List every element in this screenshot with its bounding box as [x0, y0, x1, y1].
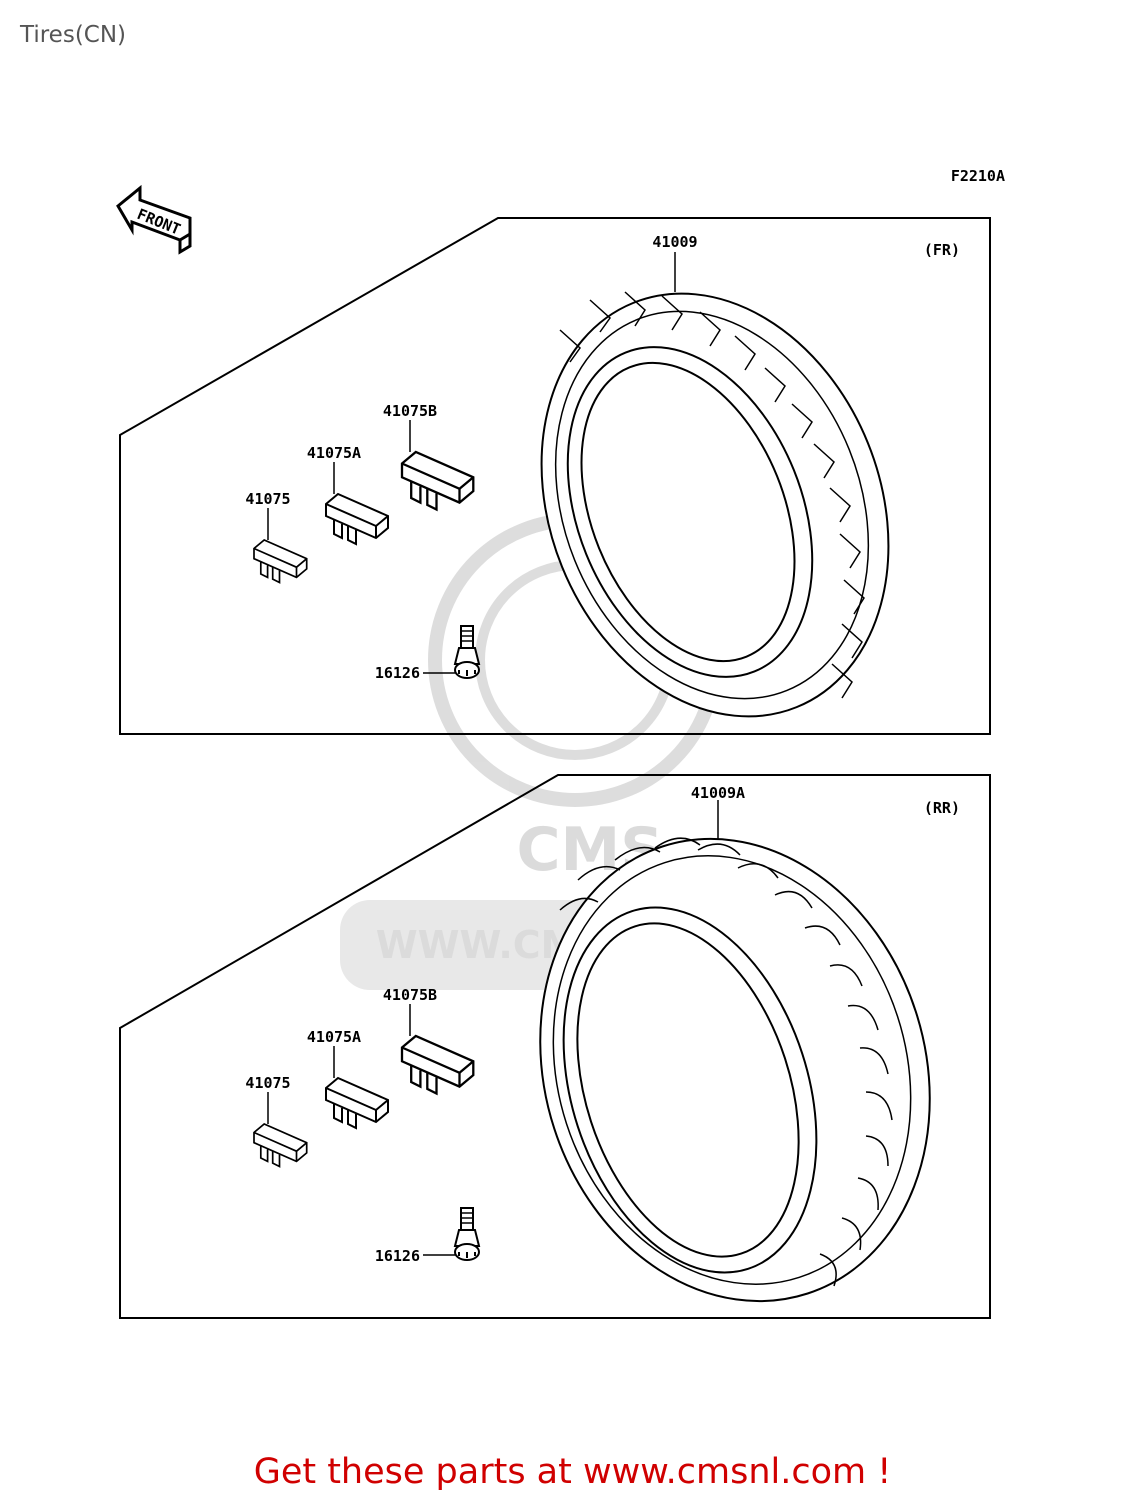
- panel-front: (FR) 41009 41075: [119, 217, 991, 735]
- rear-weight-41075a-label: 41075A: [307, 1028, 361, 1046]
- front-valve: 16126: [375, 625, 480, 682]
- front-weight-41075b-label: 41075B: [383, 402, 437, 420]
- front-arrow-icon: FRONT: [116, 184, 192, 255]
- rear-weight-41075b-label: 41075B: [383, 986, 437, 1004]
- rear-position-label: (RR): [924, 799, 960, 817]
- rear-weight-41075b: 41075B: [383, 986, 475, 1095]
- front-weight-41075-label: 41075: [245, 490, 290, 508]
- front-tire: [540, 291, 890, 718]
- front-weight-41075: 41075: [245, 490, 308, 584]
- rear-valve: 16126: [375, 1207, 480, 1265]
- front-position-label: (FR): [924, 241, 960, 259]
- front-weight-41075a-label: 41075A: [307, 444, 361, 462]
- rear-weight-41075-label: 41075: [245, 1074, 290, 1092]
- front-weight-41075a: 41075A: [307, 444, 389, 545]
- page-title: Tires(CN): [20, 22, 127, 48]
- front-valve-label: 16126: [375, 664, 420, 682]
- diagram-code: F2210A: [951, 167, 1005, 185]
- panel-rear: (RR) 41009A 41075: [119, 774, 991, 1319]
- rear-tire: [539, 837, 931, 1303]
- rear-weight-41075a: 41075A: [307, 1028, 389, 1129]
- cmsnl-parts-link[interactable]: Get these parts at www.cmsnl.com !: [253, 1452, 892, 1492]
- rear-valve-label: 16126: [375, 1247, 420, 1265]
- front-weight-41075b: 41075B: [383, 402, 475, 511]
- front-tire-label: 41009: [652, 233, 697, 251]
- rear-weight-41075: 41075: [245, 1074, 308, 1168]
- rear-tire-label: 41009A: [691, 784, 745, 802]
